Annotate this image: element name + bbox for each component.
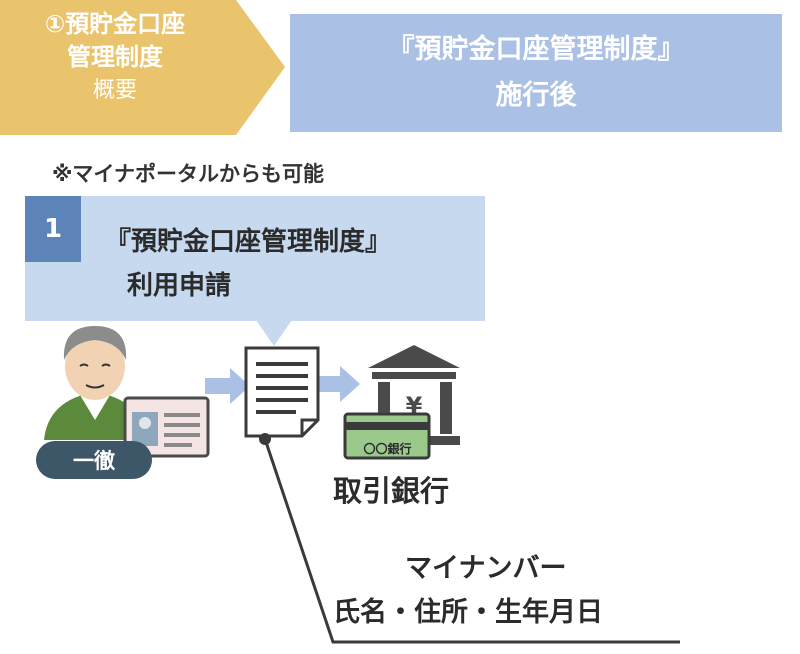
info-mynumber: マイナンバー — [405, 553, 567, 584]
step-title-line1: 『預貯金口座管理制度』 — [105, 227, 392, 257]
step-box — [25, 196, 485, 321]
section-tag-line3: 概要 — [92, 78, 137, 103]
title-banner: 『預貯金口座管理制度』 施行後 — [290, 14, 782, 132]
connector-line — [259, 433, 680, 644]
note-text: ※マイナポータルからも可能 — [52, 162, 324, 186]
section-tag-line1: ①預貯金口座 — [44, 10, 186, 38]
info-personal-details: 氏名・住所・生年月日 — [333, 597, 603, 628]
step-title: 『預貯金口座管理制度』 利用申請 — [105, 220, 391, 308]
bank-card-icon — [343, 412, 431, 460]
step-box-pointer — [256, 320, 292, 346]
arrow-to-bank — [316, 366, 360, 402]
banner-line2: 施行後 — [495, 80, 577, 111]
arrow-to-document — [205, 368, 250, 404]
section-tag — [0, 0, 285, 135]
step-number-badge: 1 — [25, 196, 81, 262]
section-tag-line2: 管理制度 — [67, 43, 163, 71]
section-tag-text: ①預貯金口座 管理制度 概要 — [0, 8, 230, 107]
step-title-line2: 利用申請 — [127, 271, 232, 301]
person-icon — [44, 326, 148, 440]
bank-label: 取引銀行 — [333, 474, 450, 508]
person-name-badge: 一徹 — [36, 441, 152, 479]
banner-line1: 『預貯金口座管理制度』 — [387, 34, 685, 65]
document-icon — [244, 346, 320, 438]
id-card-icon — [123, 396, 210, 458]
bank-card-text: 〇〇銀行 — [363, 442, 412, 456]
